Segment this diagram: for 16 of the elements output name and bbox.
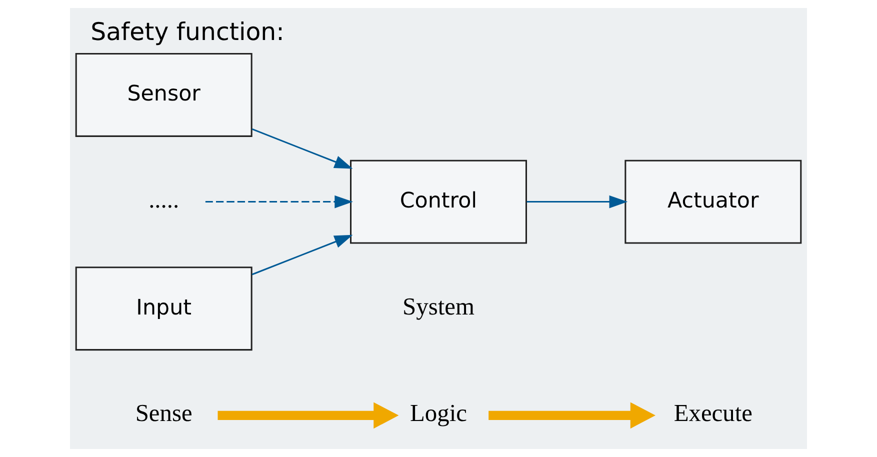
arrow <box>218 402 399 429</box>
node-box: Input <box>75 266 252 351</box>
node-box: Control <box>350 160 527 244</box>
arrow <box>526 195 628 208</box>
node-text: Logic <box>410 400 467 428</box>
node-text: Sense <box>135 400 192 428</box>
node-text: Execute <box>674 400 752 428</box>
arrow <box>252 128 353 169</box>
diagram-title: Safety function: <box>90 16 284 46</box>
arrow <box>252 234 353 276</box>
label: System <box>402 293 474 320</box>
node-box: Actuator <box>624 160 802 244</box>
node-box: Sensor <box>75 53 252 137</box>
node-text: ..... <box>148 186 180 214</box>
arrow <box>488 402 656 429</box>
arrow <box>205 195 353 208</box>
